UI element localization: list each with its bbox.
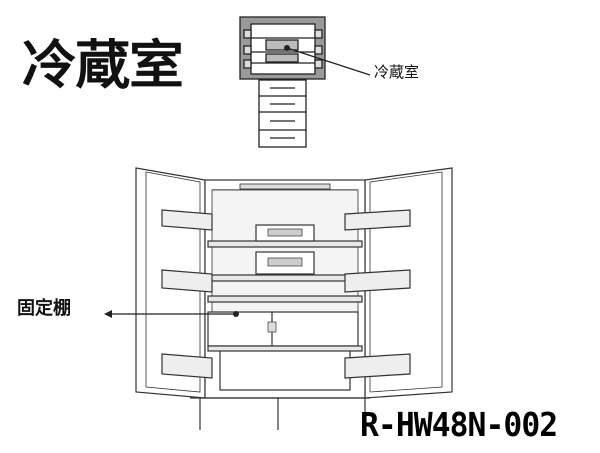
fixed-shelf-callout-leader xyxy=(104,310,239,318)
overview-fridge-drawers xyxy=(258,79,307,148)
shelf-2 xyxy=(207,274,363,282)
fixed-shelf-label: 固定棚 xyxy=(17,298,71,319)
fixed-shelf xyxy=(207,295,363,303)
model-number: R-HW48N-002 xyxy=(360,405,558,444)
overview-fridge xyxy=(239,16,326,148)
refrigerator-compartment-label: 冷蔵室 xyxy=(374,63,420,81)
section-title: 冷蔵室 xyxy=(22,36,184,96)
overview-callout-leader xyxy=(284,45,371,76)
shelf-1 xyxy=(207,240,363,248)
open-fridge xyxy=(135,167,453,430)
